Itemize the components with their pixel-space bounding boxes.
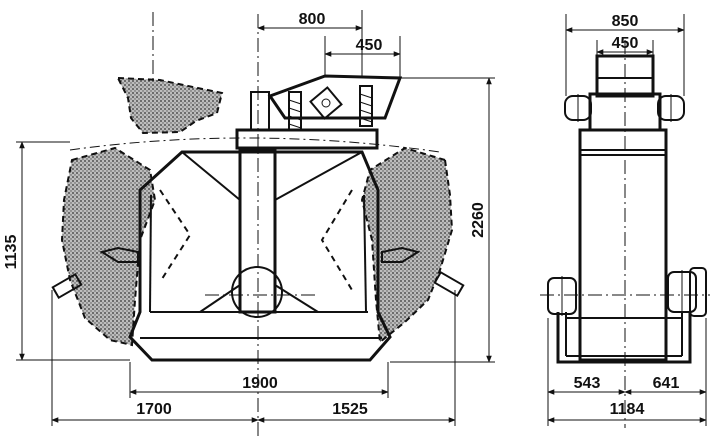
dim-800-label: 800 xyxy=(299,11,326,28)
dim-2260-label: 2260 xyxy=(470,202,487,238)
material-right xyxy=(360,146,454,344)
dim-450-label: 450 xyxy=(356,37,383,54)
vibrator-motor xyxy=(267,74,403,120)
dim-641-label: 641 xyxy=(653,375,680,392)
dim-450-side-label: 450 xyxy=(612,35,639,52)
brace-left xyxy=(199,284,241,313)
nozzle-right-upper xyxy=(381,246,421,263)
central-column xyxy=(238,148,277,314)
side-view xyxy=(540,40,710,428)
side-dimensions: 850 450 543 641 1184 xyxy=(547,13,707,426)
side-base xyxy=(556,312,692,364)
drive-post xyxy=(250,91,270,131)
eccentric-block xyxy=(309,86,343,120)
dim-1184-label: 1184 xyxy=(610,401,645,418)
dim-1135-label: 1135 xyxy=(3,235,20,270)
swing-path-right xyxy=(320,189,353,291)
dim-543-label: 543 xyxy=(574,375,601,392)
top-platform xyxy=(235,128,379,150)
pivot-circle xyxy=(231,266,283,318)
front-view xyxy=(51,12,465,436)
frame-inner-left xyxy=(149,194,152,313)
front-dimensions: 800 450 1135 2260 1900 1700 1525 xyxy=(3,10,495,426)
frame-inner-right xyxy=(363,194,367,313)
column-taper-left xyxy=(181,151,241,201)
dim-1900-label: 1900 xyxy=(242,375,278,392)
spring-right xyxy=(359,85,373,127)
material-left xyxy=(60,146,157,347)
material-heap-top xyxy=(116,76,224,135)
dim-1525-label: 1525 xyxy=(332,401,368,418)
side-hopper xyxy=(595,54,655,98)
swing-arc-top xyxy=(69,137,441,153)
column-taper-right xyxy=(274,151,363,201)
dim-1700-label: 1700 xyxy=(136,401,172,418)
eccentric-hole xyxy=(321,98,331,108)
side-body xyxy=(578,128,668,362)
frame-outline xyxy=(128,150,392,362)
swing-path-left xyxy=(159,189,192,283)
nozzle-left-upper xyxy=(99,246,139,263)
nozzle-right-lower xyxy=(433,270,465,298)
spring-left xyxy=(288,91,302,131)
nozzle-left-lower xyxy=(51,272,83,300)
dim-850-label: 850 xyxy=(612,13,639,30)
